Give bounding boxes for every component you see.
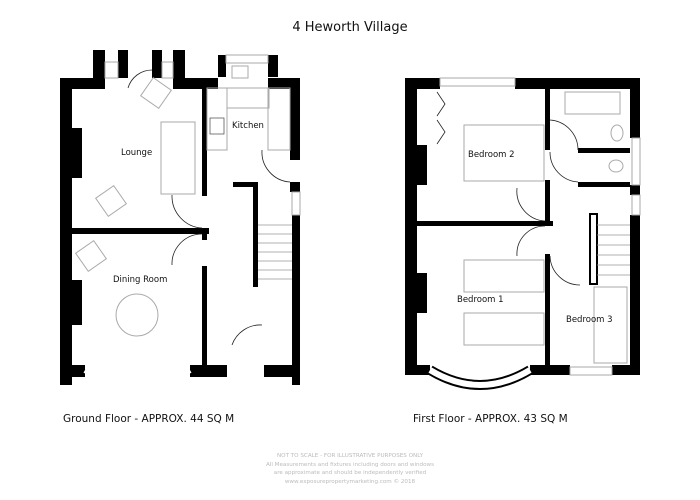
disclaimer-line: are approximate and should be independen… [273,470,427,477]
plan-title: 4 Heworth Village [292,20,408,35]
first-floor-caption: First Floor - APPROX. 43 SQ M [413,413,568,425]
room-label-bedroom-2: Bedroom 2 [468,150,515,160]
ground-floor-plan: Lounge Kitchen Dining Room [60,50,301,388]
room-label-lounge: Lounge [121,148,152,158]
disclaimer-line: www.exposurepropertymarketing.com © 2018 [284,478,416,485]
room-label-bedroom-1: Bedroom 1 [457,295,504,305]
disclaimer-line: All Measurements and fixtures including … [265,461,435,468]
first-floor-plan: Bedroom 2 Bedroom 1 Bedroom 3 [405,77,641,390]
disclaimer: NOT TO SCALE - FOR ILLUSTRATIVE PURPOSES… [230,452,470,486]
disclaimer-line: NOT TO SCALE - FOR ILLUSTRATIVE PURPOSES… [276,453,424,459]
room-label-dining-room: Dining Room [113,275,167,285]
room-label-kitchen: Kitchen [232,121,264,131]
ground-floor-caption: Ground Floor - APPROX. 44 SQ M [63,413,235,425]
room-label-bedroom-3: Bedroom 3 [566,315,613,325]
